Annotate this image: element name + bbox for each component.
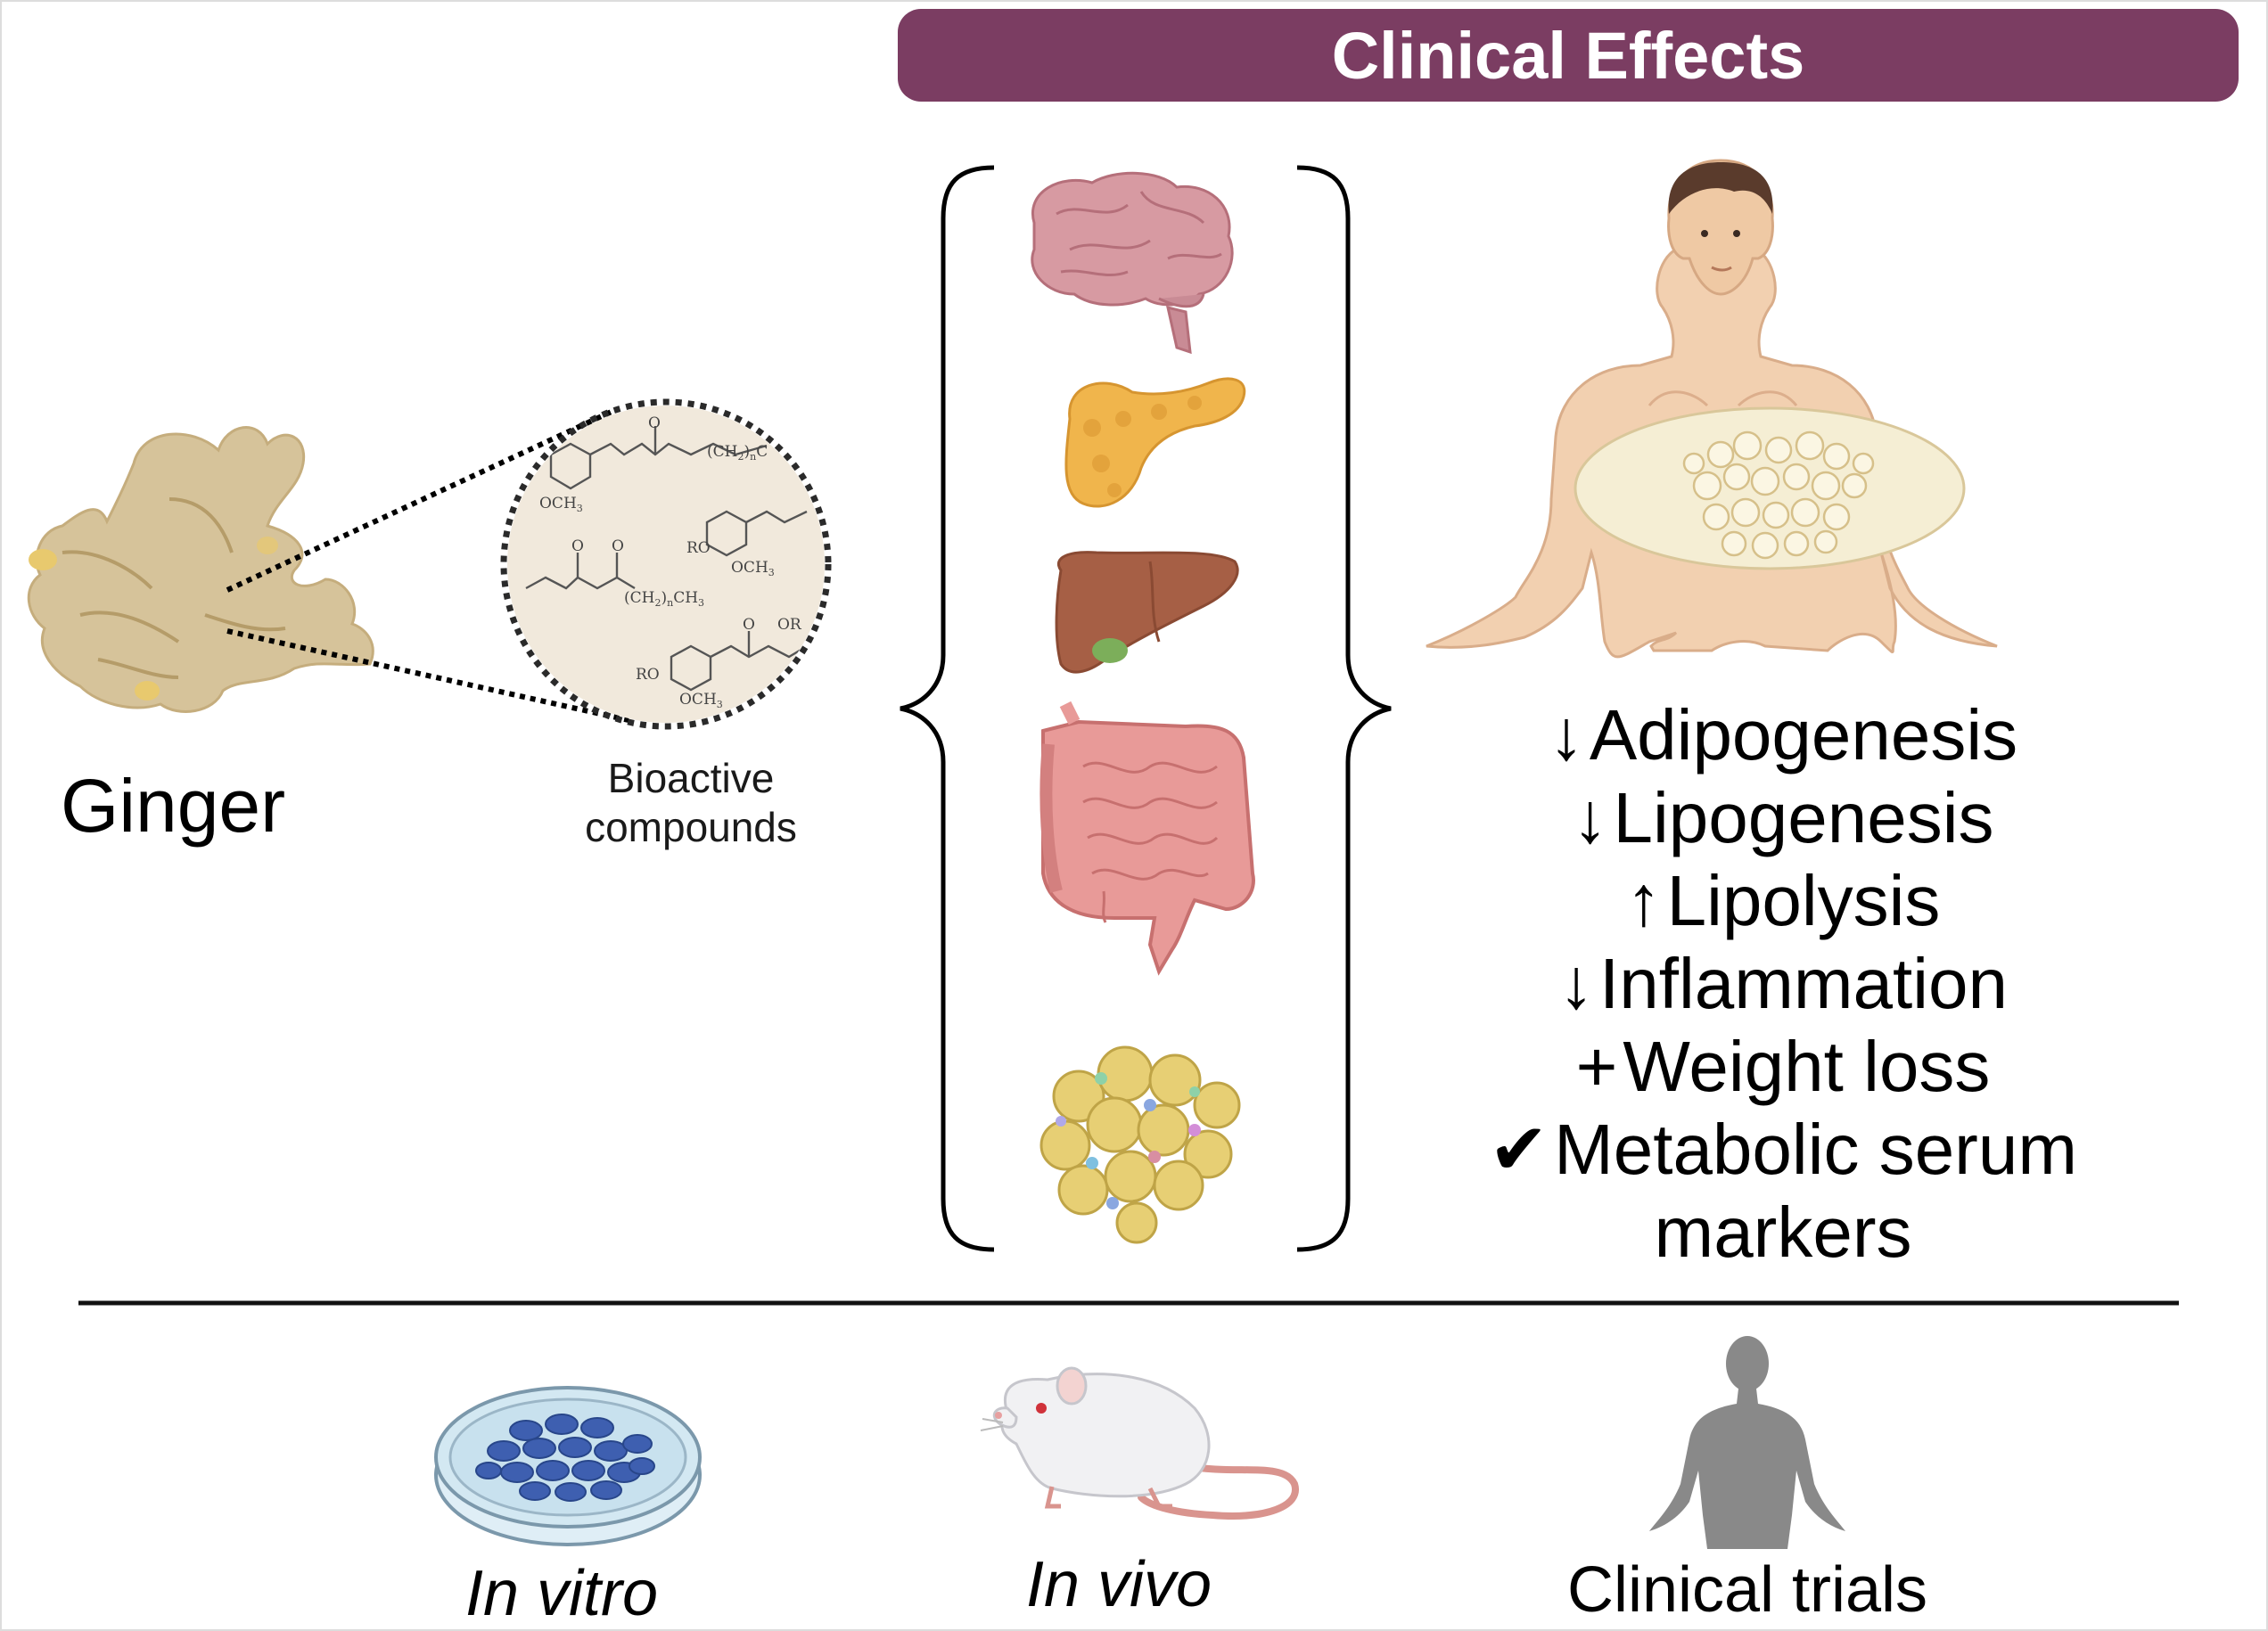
svg-text:O: O xyxy=(571,537,584,555)
effect-text: Inflammation xyxy=(1599,944,2008,1023)
effect-lipolysis: ↑Lipolysis xyxy=(1409,859,2157,942)
svg-text:RO: RO xyxy=(636,666,660,684)
ginger-icon xyxy=(27,426,374,713)
chemical-structures xyxy=(525,426,808,692)
liver-icon xyxy=(1055,551,1239,674)
svg-text:O: O xyxy=(648,414,661,432)
effect-text: Adipogenesis xyxy=(1589,695,2018,775)
clinical-effects-list: ↓Adipogenesis ↓Lipogenesis ↑Lipolysis ↓I… xyxy=(1409,693,2157,1274)
zoom-line-upper xyxy=(226,407,617,593)
petri-dish-icon xyxy=(434,1386,702,1546)
effect-symbol: ↑ xyxy=(1625,861,1662,940)
svg-text:(CH2)nC: (CH2)nC xyxy=(707,443,768,463)
effect-text: Weight loss xyxy=(1623,1027,1991,1106)
svg-text:(CH2)nCH3: (CH2)nCH3 xyxy=(624,589,704,609)
ginger-label: Ginger xyxy=(61,764,286,848)
model-label-in-vivo: In vivo xyxy=(1025,1549,1212,1620)
effect-inflammation: ↓Inflammation xyxy=(1409,942,2157,1025)
effect-text: Metabolic serum markers xyxy=(1554,1110,2077,1272)
model-label-in-vitro: In vitro xyxy=(464,1558,659,1629)
obese-human-icon xyxy=(1426,159,1998,659)
model-label-clinical-trials: Clinical trials xyxy=(1566,1554,1928,1626)
right-brace xyxy=(1296,165,1392,1252)
svg-text:OCH3: OCH3 xyxy=(539,495,583,514)
svg-text:OCH3: OCH3 xyxy=(679,691,723,710)
svg-text:RO: RO xyxy=(686,539,711,557)
svg-text:O: O xyxy=(743,616,755,634)
effect-adipogenesis: ↓Adipogenesis xyxy=(1409,693,2157,776)
svg-text:OR: OR xyxy=(777,616,802,634)
figure-title: Clinical Effects xyxy=(1331,18,1805,93)
svg-text:O: O xyxy=(612,537,624,555)
adipose-tissue-icon xyxy=(1040,1045,1241,1244)
brain-icon xyxy=(1031,171,1234,355)
effect-symbol: ↓ xyxy=(1558,944,1595,1023)
effect-metabolic-markers: ✔Metabolic serum markers xyxy=(1409,1108,2157,1274)
effect-symbol: ↓ xyxy=(1548,695,1584,775)
zoom-line-lower xyxy=(226,628,629,723)
effect-text: Lipogenesis xyxy=(1613,778,1994,857)
pancreas-icon xyxy=(1064,377,1246,508)
svg-text:OCH3: OCH3 xyxy=(731,559,775,578)
effect-symbol: + xyxy=(1575,1027,1618,1106)
effect-symbol: ↓ xyxy=(1572,778,1608,857)
intestine-icon xyxy=(1040,701,1255,976)
effect-symbol: ✔ xyxy=(1489,1110,1549,1189)
bioactive-compounds-label: Bioactive compounds xyxy=(585,755,797,851)
effect-text: Lipolysis xyxy=(1666,861,1941,940)
left-brace xyxy=(900,165,995,1252)
title-banner: Clinical Effects xyxy=(898,9,2239,102)
compound-lens: OCH3 (CH2)nC RO OCH3 (CH2)nCH3 RO OCH3 O… xyxy=(500,398,832,730)
effect-weight-loss: +Weight loss xyxy=(1409,1025,2157,1108)
mouse-icon xyxy=(980,1366,1299,1520)
effect-lipogenesis: ↓Lipogenesis xyxy=(1409,776,2157,859)
human-silhouette-icon xyxy=(1649,1336,1845,1549)
